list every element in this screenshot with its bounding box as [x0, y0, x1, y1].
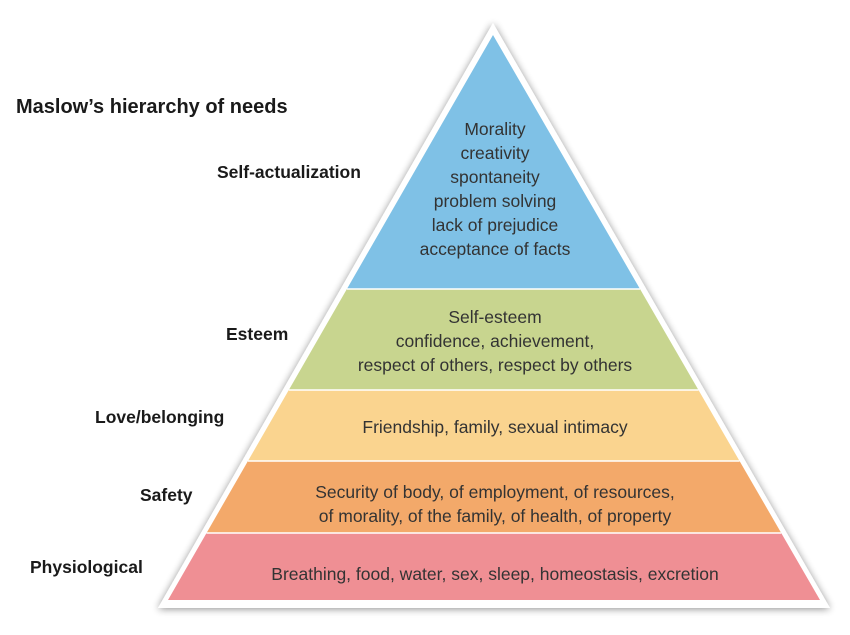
- tier-safety: [206, 461, 782, 533]
- description-line: spontaneity: [450, 167, 540, 187]
- description-line: Breathing, food, water, sex, sleep, home…: [271, 564, 719, 584]
- description-line: lack of prejudice: [431, 215, 559, 235]
- tier-self-actualization: [346, 35, 641, 289]
- description-line: Friendship, family, sexual intimacy: [362, 417, 628, 437]
- esteem-description: Self-esteem confidence, achievement, res…: [315, 305, 675, 377]
- description-line: acceptance of facts: [419, 239, 571, 259]
- description-line: Morality: [464, 119, 526, 139]
- description-line: of morality, of the family, of health, o…: [318, 506, 672, 526]
- level-label-esteem: Esteem: [226, 324, 289, 344]
- level-label-self-actualization: Self-actualization: [217, 162, 361, 182]
- self-actualization-description: Morality creativity spontaneity problem …: [395, 117, 595, 261]
- description-line: creativity: [460, 143, 530, 163]
- tier-esteem: [288, 289, 699, 390]
- level-label-safety: Safety: [140, 485, 193, 505]
- tier-physiological: [168, 533, 820, 600]
- physiological-description: Breathing, food, water, sex, sleep, home…: [205, 562, 785, 586]
- level-label-physiological: Physiological: [30, 557, 143, 577]
- description-line: problem solving: [433, 191, 557, 211]
- description-line: Security of body, of employment, of reso…: [315, 482, 675, 502]
- diagram-title: Maslow’s hierarchy of needs: [16, 96, 288, 118]
- level-label-love-belonging: Love/belonging: [95, 407, 225, 427]
- description-line: confidence, achievement,: [395, 331, 595, 351]
- description-line: respect of others, respect by others: [357, 355, 633, 375]
- description-line: Self-esteem: [448, 307, 542, 327]
- safety-description: Security of body, of employment, of reso…: [255, 480, 735, 528]
- tier-love-belonging: [247, 390, 740, 461]
- love-belonging-description: Friendship, family, sexual intimacy: [315, 415, 675, 439]
